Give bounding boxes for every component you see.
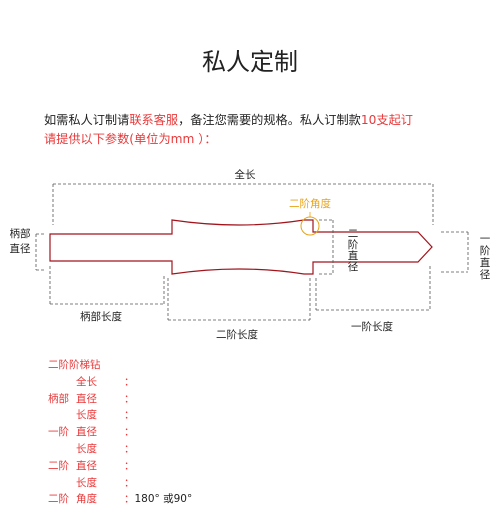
drill-outline <box>49 219 433 275</box>
spec-row-separator: ： <box>124 426 135 439</box>
shank-diameter-label-1: 柄部 <box>10 227 31 240</box>
page-title: 私人定制 <box>202 48 298 76</box>
shank-diameter-bracket <box>35 233 46 271</box>
spec-row-separator: ： <box>124 375 135 388</box>
spec-row-group <box>48 407 76 424</box>
spec-row-separator: ： <box>124 442 135 455</box>
spec-row-group <box>48 441 76 458</box>
step1-diameter-label-1: 一 <box>480 233 491 245</box>
spec-row-separator: ： <box>124 392 135 405</box>
step1-diameter-bracket <box>441 231 469 273</box>
spec-row-group: 一阶 <box>48 426 69 439</box>
intro-text: 如需私人订制请联系客服，备注您需要的规格。私人订制款10支起订 请提供以下参数(… <box>44 111 464 149</box>
spec-row-separator: ： <box>124 409 135 422</box>
spec-row-label: 直径 <box>76 426 97 439</box>
step1-diameter-label-3: 直 <box>480 256 491 269</box>
shank-diameter-label-2: 直径 <box>10 242 31 255</box>
spec-row-separator: ： <box>124 459 135 472</box>
step2-diameter-label-3: 直 <box>348 249 359 262</box>
total-length-bracket <box>52 183 434 225</box>
spec-row-label: 长度 <box>76 442 97 455</box>
spec-row: 长度 ： <box>48 441 192 458</box>
intro-param-request: 请提供以下参数(单位为mm ）： <box>44 132 217 146</box>
shank-length-label: 柄部长度 <box>80 310 122 323</box>
spec-row-label: 直径 <box>76 392 97 405</box>
spec-list: 二阶阶梯钻 全长：柄部直径：长度：一阶直径：长度：二阶直径：长度：二阶角度：18… <box>48 357 192 508</box>
intro-part-3: ，备注您需要的规格。私人订制款 <box>178 113 361 127</box>
spec-header: 二阶阶梯钻 <box>48 359 101 371</box>
spec-row-group: 二阶 <box>48 459 69 472</box>
total-length-label: 全长 <box>235 168 256 181</box>
spec-row-separator: ： <box>124 476 135 489</box>
spec-row-label: 全长 <box>76 375 97 388</box>
spec-row: 长度 ： <box>48 407 192 424</box>
spec-rows: 全长：柄部直径：长度：一阶直径：长度：二阶直径：长度：二阶角度：180° 或90… <box>48 374 192 508</box>
step2-diameter-label-1: 二 <box>348 228 359 240</box>
step2-length-label: 二阶长度 <box>216 328 258 341</box>
intro-part-1: 如需私人订制请 <box>44 113 130 127</box>
step1-diameter-label-2: 阶 <box>480 244 491 257</box>
spec-row-group <box>48 374 76 391</box>
spec-row: 二阶直径 ： <box>48 458 192 475</box>
spec-row: 全长 ： <box>48 374 192 391</box>
step2-angle-label: 二阶角度 <box>289 197 331 210</box>
step1-diameter-label-4: 径 <box>480 268 491 281</box>
spec-row: 柄部直径 ： <box>48 391 192 408</box>
spec-row: 一阶直径 ： <box>48 424 192 441</box>
spec-row-group: 柄部 <box>48 392 69 405</box>
spec-row-label: 长度 <box>76 409 97 422</box>
spec-row-label: 长度 <box>76 476 97 489</box>
step2-diameter-bracket <box>319 219 334 275</box>
min-order-highlight: 10支起订 <box>360 113 413 127</box>
step1-length-bracket <box>315 266 431 311</box>
shank-length-bracket <box>49 266 165 305</box>
step2-diameter-label-4: 径 <box>348 260 359 273</box>
step2-diameter-label-2: 阶 <box>348 238 359 251</box>
spec-row-label: 直径 <box>76 459 97 472</box>
spec-row-group <box>48 475 76 492</box>
spec-row-separator: ： <box>124 493 135 506</box>
contact-service-link[interactable]: 联系客服 <box>129 113 179 127</box>
step1-length-label: 一阶长度 <box>351 320 393 333</box>
spec-row: 长度 ： <box>48 475 192 492</box>
step2-length-bracket <box>167 278 311 321</box>
